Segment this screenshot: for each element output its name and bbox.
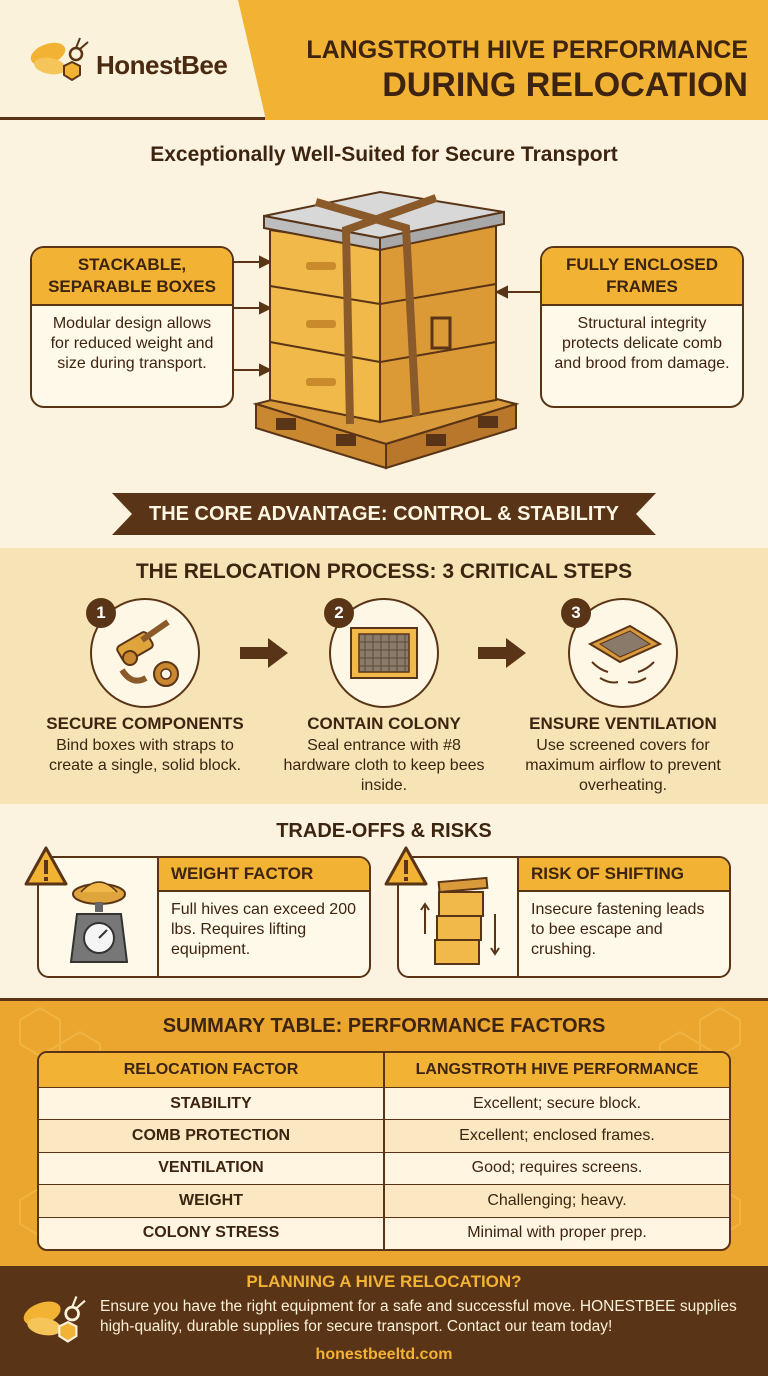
screened-cover-icon bbox=[587, 624, 663, 684]
scale-icon bbox=[69, 881, 129, 963]
risk-card-shifting: RISK OF SHIFTING Insecure fastening lead… bbox=[397, 856, 731, 978]
table-cell: COLONY STRESS bbox=[39, 1217, 385, 1249]
feature-title: STACKABLE, SEPARABLE BOXES bbox=[32, 248, 232, 306]
bee-logo-icon bbox=[30, 37, 89, 82]
step-3-title: ENSURE VENTILATION bbox=[529, 714, 717, 733]
table-cell: STABILITY bbox=[39, 1088, 385, 1120]
shifting-boxes-icon bbox=[420, 876, 500, 965]
step-1-desc: Bind boxes with straps to create a singl… bbox=[48, 737, 242, 774]
risk-card-weight: WEIGHT FACTOR Full hives can exceed 200 … bbox=[37, 856, 371, 978]
column-header: RELOCATION FACTOR bbox=[39, 1053, 385, 1087]
risk-desc: Insecure fastening leads to bee escape a… bbox=[531, 901, 705, 958]
step-3-number: 3 bbox=[561, 598, 591, 628]
brand-name: HonestBee bbox=[96, 50, 228, 80]
column-header: LANGSTROTH HIVE PERFORMANCE bbox=[415, 1061, 699, 1078]
table-row: WEIGHT Challenging; heavy. bbox=[39, 1184, 729, 1217]
divider bbox=[157, 858, 159, 976]
table-row: STABILITY Excellent; secure block. bbox=[39, 1087, 729, 1120]
step-3-circle bbox=[568, 598, 678, 708]
step-2-desc: Seal entrance with #8 hardware cloth to … bbox=[283, 737, 485, 794]
bee-logo-icon bbox=[23, 1296, 86, 1343]
hardware-cloth-icon bbox=[350, 627, 418, 679]
feature-card-enclosed: FULLY ENCLOSED FRAMES Structural integri… bbox=[540, 246, 744, 408]
section-heading-transport: Exceptionally Well-Suited for Secure Tra… bbox=[150, 143, 618, 166]
warning-icon bbox=[24, 846, 68, 886]
table-header-row: RELOCATION FACTOR LANGSTROTH HIVE PERFOR… bbox=[39, 1053, 729, 1087]
risk-title: WEIGHT FACTOR bbox=[159, 858, 369, 892]
table-cell: Minimal with proper prep. bbox=[467, 1224, 647, 1242]
summary-heading: SUMMARY TABLE: PERFORMANCE FACTORS bbox=[162, 1015, 606, 1037]
step-2-title: CONTAIN COLONY bbox=[307, 714, 461, 733]
hive-illustration-icon bbox=[252, 190, 520, 470]
footer-website-link[interactable]: honestbeeltd.com bbox=[315, 1346, 453, 1363]
header-band bbox=[265, 0, 768, 120]
page-title-line2: DURING RELOCATION bbox=[382, 66, 748, 104]
feature-title: FULLY ENCLOSED FRAMES bbox=[542, 248, 742, 306]
feature-card-stackable: STACKABLE, SEPARABLE BOXES Modular desig… bbox=[30, 246, 234, 408]
step-1-title: SECURE COMPONENTS bbox=[46, 714, 244, 733]
ribbon-banner bbox=[112, 493, 656, 535]
divider bbox=[517, 858, 519, 976]
footer-text: Ensure you have the right equipment for … bbox=[100, 1298, 737, 1335]
table-cell: WEIGHT bbox=[39, 1185, 385, 1217]
footer bbox=[0, 1266, 768, 1376]
tradeoffs-heading: TRADE-OFFS & RISKS bbox=[276, 820, 492, 842]
ribbon-text: THE CORE ADVANTAGE: CONTROL & STABILITY bbox=[149, 503, 619, 525]
table-cell: Challenging; heavy. bbox=[487, 1191, 627, 1209]
page-title-line1: LANGSTROTH HIVE PERFORMANCE bbox=[306, 36, 748, 64]
table-row: COMB PROTECTION Excellent; enclosed fram… bbox=[39, 1119, 729, 1152]
table-row: COLONY STRESS Minimal with proper prep. bbox=[39, 1216, 729, 1249]
header-band-edge bbox=[238, 0, 266, 120]
table-cell: COMB PROTECTION bbox=[39, 1120, 385, 1152]
feature-desc: Modular design allows for reduced weight… bbox=[50, 315, 214, 372]
feature-desc: Structural integrity protects delicate c… bbox=[554, 315, 730, 372]
table-row: VENTILATION Good; requires screens. bbox=[39, 1151, 729, 1185]
table-cell: Excellent; enclosed frames. bbox=[459, 1127, 655, 1145]
footer-heading: PLANNING A HIVE RELOCATION? bbox=[246, 1272, 522, 1291]
table-cell: VENTILATION bbox=[39, 1152, 385, 1185]
table-cell: Good; requires screens. bbox=[471, 1159, 643, 1177]
arrow-right-icon bbox=[478, 638, 526, 668]
arrow-right-icon bbox=[240, 638, 288, 668]
step-1-number: 1 bbox=[86, 598, 116, 628]
steps-heading: THE RELOCATION PROCESS: 3 CRITICAL STEPS bbox=[135, 560, 633, 583]
summary-table: RELOCATION FACTOR LANGSTROTH HIVE PERFOR… bbox=[37, 1051, 731, 1251]
step-3-desc: Use screened covers for maximum airflow … bbox=[525, 737, 721, 794]
risk-title: RISK OF SHIFTING bbox=[519, 858, 729, 892]
ratchet-strap-icon bbox=[116, 619, 179, 687]
risk-desc: Full hives can exceed 200 lbs. Requires … bbox=[171, 901, 356, 958]
step-2-number: 2 bbox=[324, 598, 354, 628]
warning-icon bbox=[384, 846, 428, 886]
table-cell: Excellent; secure block. bbox=[472, 1094, 642, 1112]
